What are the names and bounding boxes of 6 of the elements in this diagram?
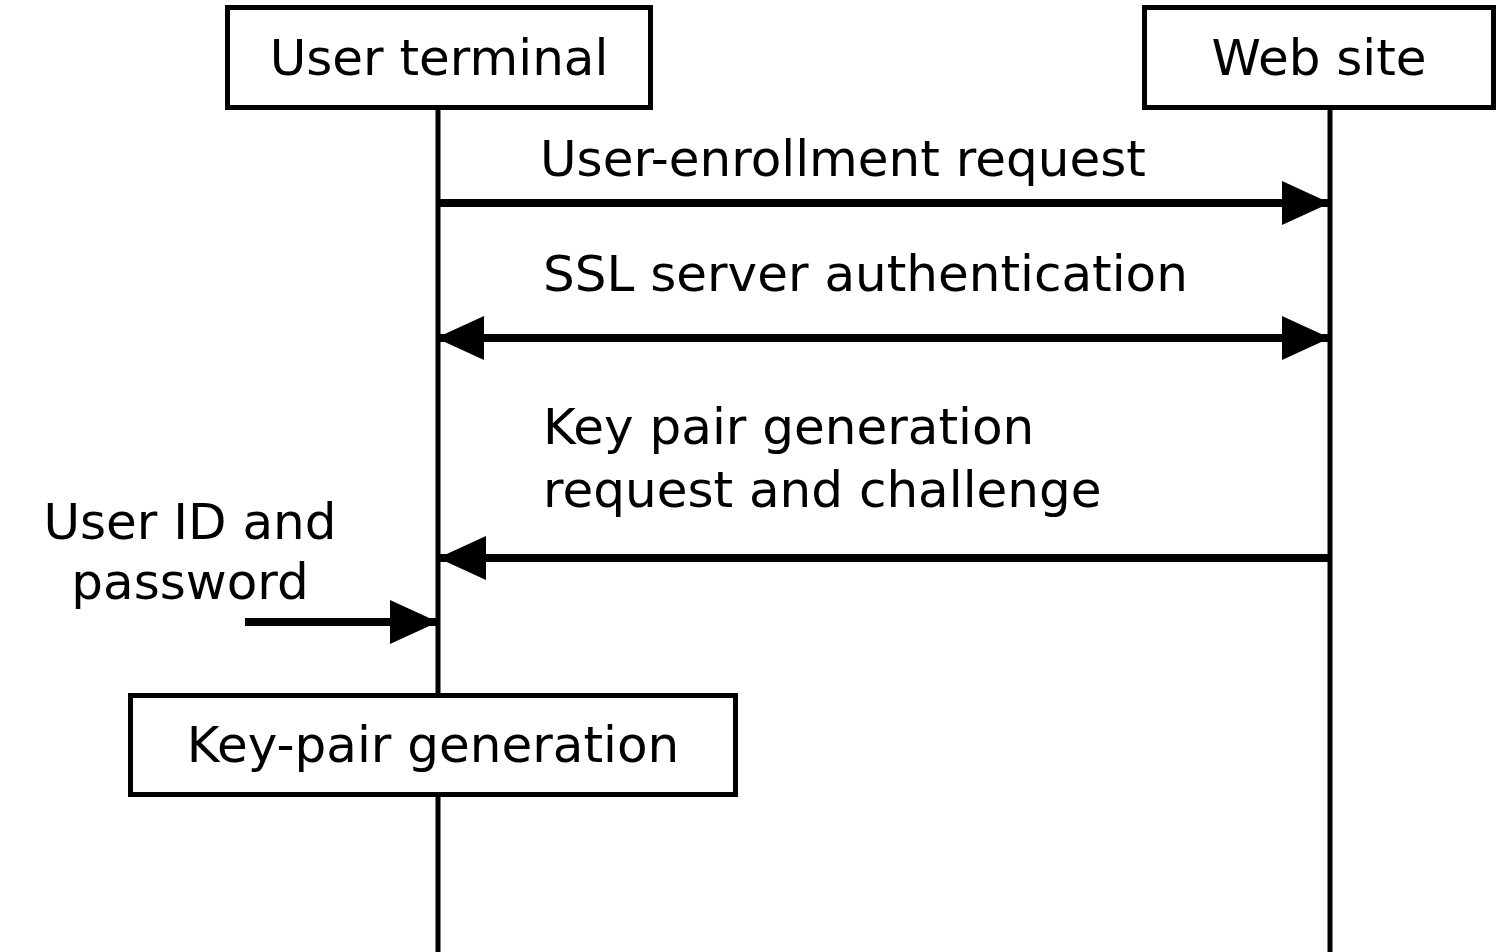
message-arrow bbox=[438, 536, 1330, 580]
message-arrow bbox=[438, 181, 1330, 225]
input-label: User ID and password bbox=[5, 492, 375, 624]
process-box: Key-pair generation bbox=[128, 693, 738, 797]
participant-box: Web site bbox=[1142, 5, 1496, 110]
participant-box: User terminal bbox=[225, 5, 653, 110]
